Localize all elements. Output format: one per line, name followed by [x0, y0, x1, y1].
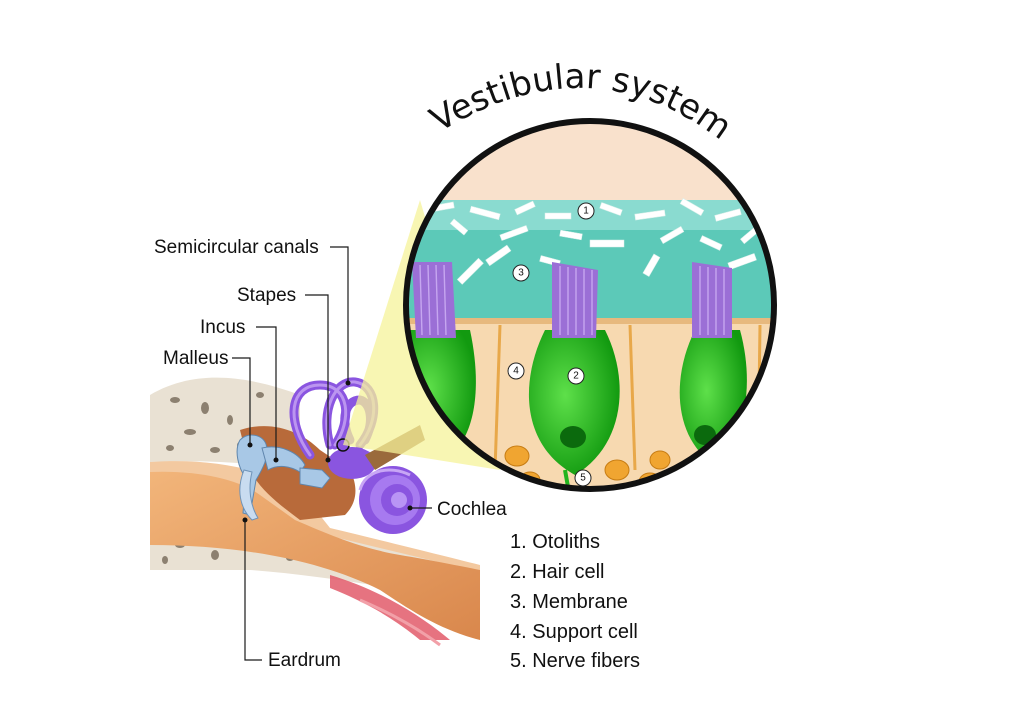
label-eardrum: Eardrum — [268, 650, 341, 671]
magnified-view — [406, 121, 774, 489]
svg-text:5: 5 — [580, 473, 586, 484]
ear-illustration — [150, 377, 480, 647]
eardrum-membrane — [239, 469, 259, 521]
leader-dots — [242, 380, 413, 523]
label-semicircular-canals: Semicircular canals — [154, 237, 319, 258]
svg-text:4: 4 — [513, 366, 519, 377]
label-stapes: Stapes — [237, 285, 296, 306]
otolith-crystals — [429, 198, 760, 285]
marker-otoliths: 1 — [577, 202, 595, 220]
stapes-bone — [299, 467, 331, 489]
marker-nerve-fibers: 5 — [574, 469, 592, 487]
label-malleus: Malleus — [163, 348, 228, 369]
cochlea-shape — [358, 466, 427, 534]
marker-support-cell: 4 — [507, 362, 525, 380]
magnified-view-border — [403, 118, 777, 492]
marker-hair-cell: 2 — [567, 367, 585, 385]
vestibule — [328, 447, 376, 479]
legend: 1. Otoliths 2. Hair cell 3. Membrane 4. … — [510, 531, 640, 672]
muscle-tissue — [330, 575, 450, 640]
marker-membrane: 3 — [512, 264, 530, 282]
label-cochlea: Cochlea — [437, 499, 507, 520]
label-incus: Incus — [200, 317, 245, 338]
legend-item-hair-cell: 2. Hair cell — [510, 561, 604, 583]
legend-item-support-cell: 4. Support cell — [510, 621, 638, 643]
ear-canal — [150, 471, 480, 640]
svg-text:1: 1 — [583, 206, 589, 217]
legend-item-otoliths: 1. Otoliths — [510, 531, 600, 553]
legend-item-nerve-fibers: 5. Nerve fibers — [510, 650, 640, 672]
svg-text:3: 3 — [518, 268, 524, 279]
svg-text:2: 2 — [573, 371, 579, 382]
leader-lines — [232, 246, 432, 661]
legend-item-membrane: 3. Membrane — [510, 591, 628, 613]
